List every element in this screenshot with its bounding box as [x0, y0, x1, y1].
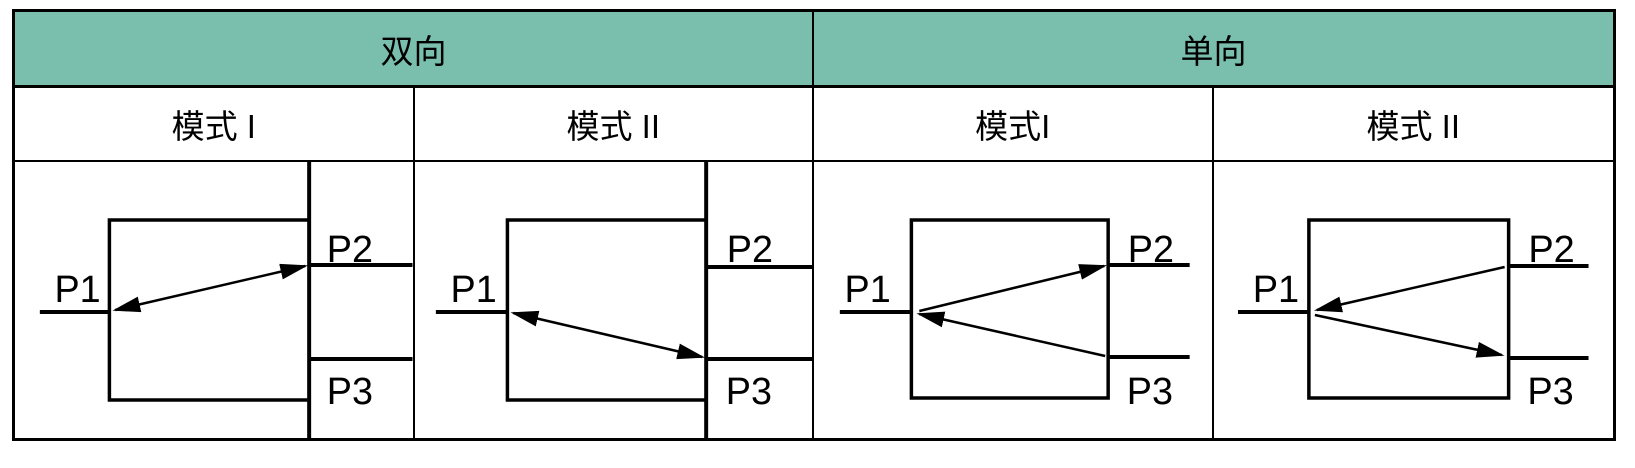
- signal-arrow-p1-to-p2: [919, 264, 1108, 313]
- port-label-p3: P3: [327, 371, 373, 413]
- port-label-p2: P2: [327, 229, 373, 271]
- diagram-cell-unidirectional-mode-1: P1 P2 P3: [814, 162, 1214, 438]
- device-box: [1306, 218, 1510, 400]
- device-box: [107, 218, 310, 402]
- port-label-p1: P1: [1252, 269, 1298, 311]
- mode-label: 模式 II: [566, 108, 660, 145]
- diagram-cell-bidirectional-mode-1: P1 P2 P3: [15, 162, 415, 438]
- mode-label: 模式 I: [171, 108, 256, 145]
- diagram-cell-unidirectional-mode-2: P1 P2 P3: [1214, 162, 1614, 438]
- diagram-unidirectional-mode-2: P1 P2 P3: [1237, 218, 1589, 413]
- device-box: [505, 218, 706, 402]
- port-label-p1: P1: [845, 269, 891, 311]
- mode-label: 模式I: [975, 108, 1051, 145]
- port-label-p2: P2: [1128, 229, 1174, 271]
- port-label-p3: P3: [1127, 371, 1173, 413]
- mode-header-unidirectional-2: 模式 II: [1213, 88, 1613, 162]
- header-bidirectional-label: 双向: [380, 32, 447, 70]
- port-label-p2: P2: [726, 229, 772, 271]
- port-label-p2: P2: [1528, 229, 1574, 271]
- diagram-cell-bidirectional-mode-2: P1 P2 P3: [415, 162, 814, 438]
- mode-header-bidirectional-2: 模式 II: [414, 88, 814, 162]
- header-bidirectional: 双向: [15, 12, 814, 88]
- port-label-p1: P1: [55, 269, 101, 311]
- mode-header-unidirectional-1: 模式I: [814, 88, 1214, 162]
- diagram-bidirectional-mode-1: P1 P2 P3: [39, 162, 413, 438]
- signal-arrow-p1-p2: [112, 263, 309, 313]
- port-label-p1: P1: [450, 269, 496, 311]
- signal-arrow-p3-to-p1: [916, 311, 1106, 358]
- port-label-p3: P3: [725, 371, 771, 413]
- signal-arrow-p1-to-p3: [1314, 313, 1505, 358]
- mode-header-bidirectional-1: 模式 I: [15, 88, 415, 162]
- diagram-unidirectional-mode-1: P1 P2 P3: [839, 218, 1190, 413]
- device-box: [909, 218, 1110, 400]
- mode-label: 模式 II: [1366, 108, 1460, 145]
- header-unidirectional: 单向: [814, 12, 1613, 88]
- header-unidirectional-label: 单向: [1180, 32, 1247, 70]
- port-label-p3: P3: [1527, 371, 1573, 413]
- diagram-bidirectional-mode-2: P1 P2 P3: [435, 162, 812, 438]
- signal-arrow-p2-to-p1: [1313, 265, 1505, 313]
- modes-table: 双向 单向 模式 I 模式 II 模式I 模式 II P1 P2: [12, 9, 1616, 441]
- signal-arrow-p1-p3: [509, 310, 705, 360]
